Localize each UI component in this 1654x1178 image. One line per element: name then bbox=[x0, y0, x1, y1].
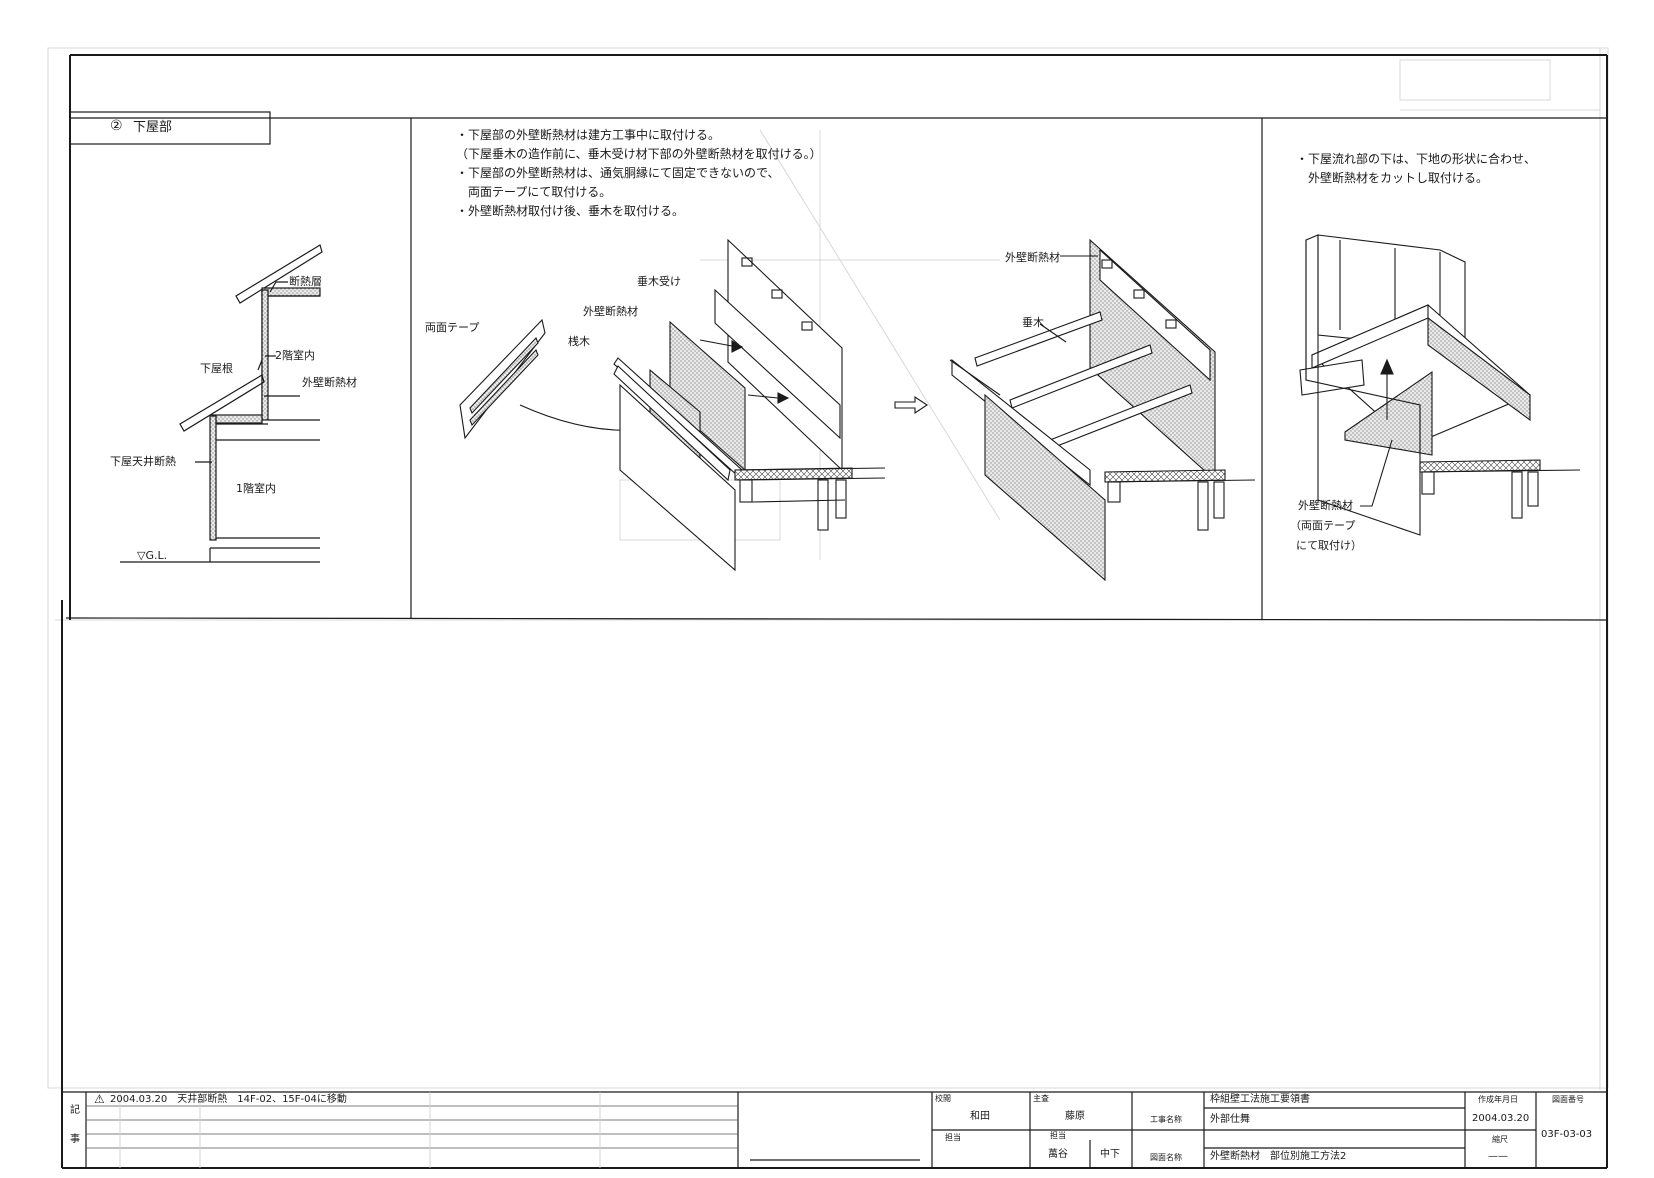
label-right-insulation-3: にて取付け） bbox=[1296, 539, 1362, 552]
label-right-insulation-2: （両面テープ bbox=[1290, 519, 1356, 532]
number-value: 03F-03-03 bbox=[1541, 1129, 1593, 1140]
scale-value: —— bbox=[1488, 1151, 1508, 1162]
label-sill: 桟木 bbox=[568, 335, 590, 348]
middle-note-1: ・下屋部の外壁断熱材は建方工事中に取付ける。 bbox=[456, 128, 721, 142]
revision-label-1: 記 bbox=[70, 1105, 80, 1116]
scale-label: 縮尺 bbox=[1492, 1135, 1508, 1144]
checked-name: 和田 bbox=[970, 1111, 990, 1122]
middle-note-5: ・外壁断熱材取付け後、垂木を取付ける。 bbox=[456, 204, 685, 218]
right-note-1: ・下屋流れ部の下は、下地の形状に合わせ、 bbox=[1296, 152, 1537, 166]
middle-isometric bbox=[459, 238, 886, 572]
middle-note-4: 両面テープにて取付ける。 bbox=[456, 185, 612, 199]
checked-label: 校閲 bbox=[935, 1094, 951, 1103]
date-value: 2004.03.20 bbox=[1472, 1113, 1530, 1124]
person-label-2: 担当 bbox=[1050, 1131, 1066, 1140]
revision-label-2: 事 bbox=[70, 1134, 80, 1145]
drawing-name: 外壁断熱材 部位別施工方法2 bbox=[1210, 1151, 1347, 1162]
left-section-diagram bbox=[120, 244, 323, 563]
middle-note-2: （下屋垂木の造作前に、垂木受け材下部の外壁断熱材を取付ける。） bbox=[456, 147, 822, 161]
chief-label: 主査 bbox=[1033, 1094, 1049, 1103]
revision-warning-icon: ⚠ bbox=[94, 1092, 105, 1106]
right-note-2: 外壁断熱材をカットし取付ける。 bbox=[1296, 171, 1489, 185]
panel-frame bbox=[65, 111, 1608, 621]
sheet-border bbox=[61, 54, 1608, 1169]
project-name: 枠組壁工法施工要領書 bbox=[1210, 1094, 1310, 1105]
label-double-tape: 両面テープ bbox=[425, 321, 480, 334]
label-exterior-insulation-left: 外壁断熱材 bbox=[302, 376, 357, 389]
label-rafter-receiver: 垂木受け bbox=[637, 275, 681, 288]
person-name-2: 中下 bbox=[1100, 1149, 1120, 1160]
middle-note-3: ・下屋部の外壁断熱材は、通気胴縁にて固定できないので、 bbox=[456, 166, 780, 180]
label-exterior-insulation-after: 外壁断熱材 bbox=[1005, 251, 1060, 264]
project-label: 工事名称 bbox=[1150, 1115, 1182, 1124]
label-ground-line: ▽G.L. bbox=[137, 549, 168, 562]
step-arrow bbox=[894, 395, 928, 415]
drawing-label: 図面名称 bbox=[1150, 1153, 1182, 1162]
revision-rows bbox=[86, 1092, 738, 1168]
label-lower-ceiling-insulation: 下屋天井断熱 bbox=[110, 455, 176, 468]
chief-name: 藤原 bbox=[1065, 1111, 1085, 1122]
label-rafter: 垂木 bbox=[1022, 316, 1044, 329]
number-label: 図面番号 bbox=[1552, 1095, 1584, 1104]
section-title: 下屋部 bbox=[133, 120, 173, 135]
ghost-linework bbox=[47, 47, 1609, 1090]
revision-entry: 2004.03.20 天井部断熱 14F-02、15F-04に移動 bbox=[110, 1094, 347, 1105]
date-label: 作成年月日 bbox=[1478, 1095, 1518, 1104]
project-sub: 外部仕舞 bbox=[1210, 1114, 1250, 1125]
label-exterior-insulation-mid: 外壁断熱材 bbox=[583, 305, 638, 318]
person-name-1: 萬谷 bbox=[1048, 1149, 1068, 1160]
label-lower-roof: 下屋根 bbox=[200, 362, 233, 375]
label-insulation-layer: 断熱層 bbox=[289, 275, 322, 288]
label-first-floor: 1階室内 bbox=[236, 482, 276, 495]
right-isometric bbox=[1299, 234, 1581, 536]
section-number: ② bbox=[110, 118, 123, 134]
person-label: 担当 bbox=[945, 1133, 961, 1142]
label-right-insulation-1: 外壁断熱材 bbox=[1298, 499, 1353, 512]
after-isometric bbox=[949, 238, 1256, 582]
title-block-lines bbox=[62, 1091, 1607, 1168]
label-second-floor: 2階室内 bbox=[275, 349, 315, 362]
